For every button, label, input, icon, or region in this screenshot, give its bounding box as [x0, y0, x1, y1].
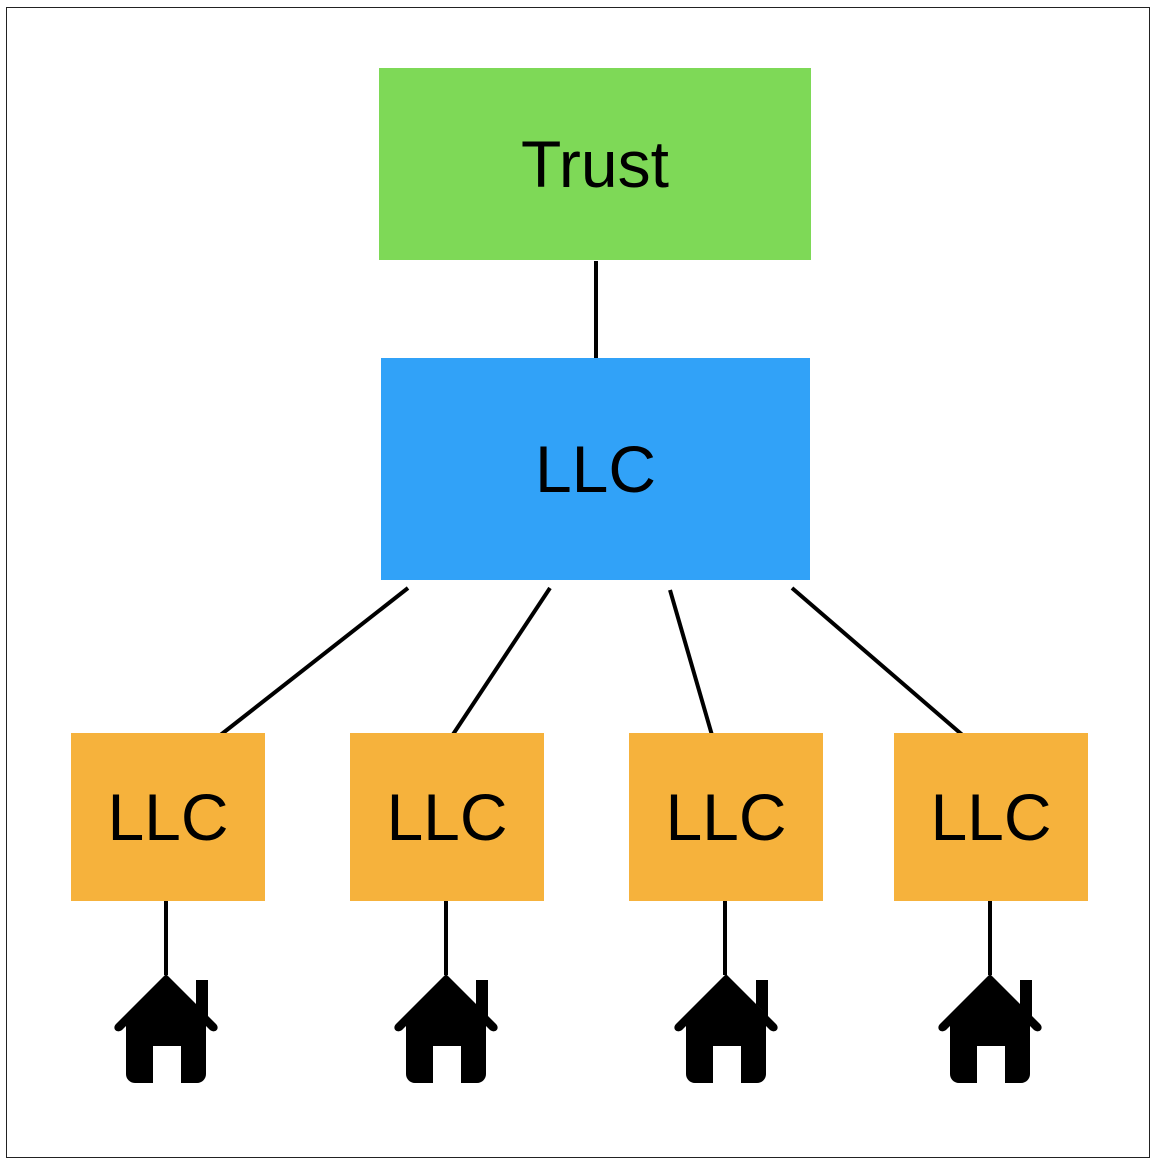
connector-llc-to-child-3	[668, 589, 718, 750]
child-llc-label-4: LLC	[930, 780, 1052, 854]
child-llc-box-4: LLC	[894, 733, 1088, 901]
house-icon	[388, 970, 504, 1086]
house-icon	[668, 970, 784, 1086]
trust-label: Trust	[521, 127, 669, 201]
house-icon	[932, 970, 1048, 1086]
parent-llc-label: LLC	[534, 432, 657, 506]
trust-box: Trust	[379, 68, 811, 260]
connector-llc-to-child-2	[440, 586, 552, 753]
child-llc-box-1: LLC	[71, 733, 265, 901]
child-llc-box-2: LLC	[350, 733, 544, 901]
house-icon	[108, 970, 224, 1086]
child-llc-box-3: LLC	[629, 733, 823, 901]
child-llc-label-2: LLC	[386, 780, 508, 854]
connector-llc-to-child-4	[790, 586, 983, 753]
connector-llc-to-child-1	[198, 586, 410, 753]
child-llc-label-3: LLC	[665, 780, 787, 854]
child-llc-label-1: LLC	[107, 780, 229, 854]
parent-llc-box: LLC	[381, 358, 810, 580]
